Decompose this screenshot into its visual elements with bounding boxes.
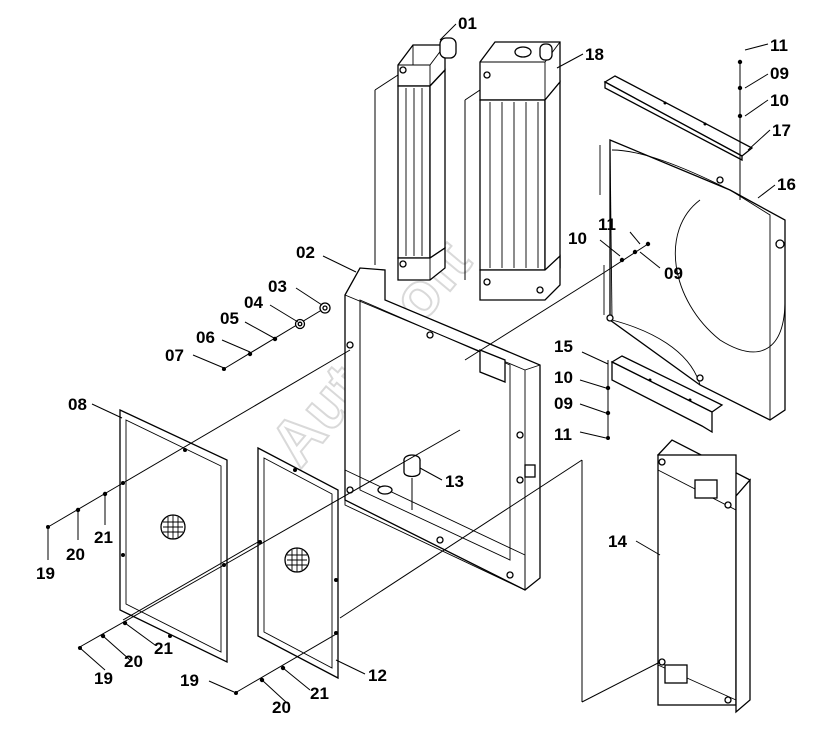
label-10: 10 <box>770 91 789 110</box>
part-02-frame <box>344 267 541 591</box>
label-07: 07 <box>165 346 184 365</box>
label-20: 20 <box>272 698 291 717</box>
label-02: 02 <box>296 243 315 262</box>
label-19: 19 <box>94 669 113 688</box>
label-20: 20 <box>124 652 143 671</box>
part-15-lower-bracket <box>610 355 724 434</box>
label-04: 04 <box>244 293 263 312</box>
label-10: 10 <box>568 229 587 248</box>
label-16: 16 <box>777 175 796 194</box>
label-11: 11 <box>770 36 788 55</box>
label-17: 17 <box>772 121 791 140</box>
label-11: 11 <box>554 425 572 444</box>
label-20: 20 <box>66 545 85 564</box>
label-03: 03 <box>268 277 287 296</box>
label-11: 11 <box>598 215 616 234</box>
label-10: 10 <box>554 368 573 387</box>
part-12-screen-panel <box>257 446 339 680</box>
label-01: 01 <box>458 14 477 33</box>
part-01-oil-cooler <box>397 37 457 281</box>
label-21: 21 <box>154 639 173 658</box>
label-06: 06 <box>196 328 215 347</box>
label-18: 18 <box>585 45 604 64</box>
label-19: 19 <box>36 564 55 583</box>
label-08: 08 <box>68 395 87 414</box>
label-09: 09 <box>554 394 573 413</box>
part-18-radiator <box>479 41 561 301</box>
leader-lines <box>46 23 776 704</box>
label-21: 21 <box>94 528 113 547</box>
label-21: 21 <box>310 684 329 703</box>
label-14: 14 <box>608 532 627 551</box>
label-05: 05 <box>220 309 239 328</box>
part-14-aftercooler <box>656 439 752 714</box>
label-19: 19 <box>180 671 199 690</box>
part-16-fan-shroud <box>599 139 786 421</box>
part-labels: 01 18 11 09 10 17 16 11 10 09 02 03 04 0… <box>36 14 796 717</box>
label-15: 15 <box>554 337 573 356</box>
label-13: 13 <box>445 472 464 491</box>
part-17-upper-bracket <box>603 75 754 162</box>
label-09: 09 <box>664 264 683 283</box>
part-13-cap <box>377 454 421 495</box>
part-08-screen-panel <box>119 408 228 664</box>
label-09: 09 <box>770 64 789 83</box>
label-12: 12 <box>368 666 387 685</box>
